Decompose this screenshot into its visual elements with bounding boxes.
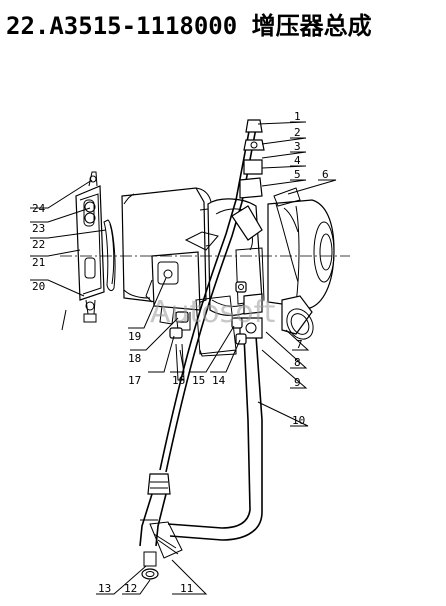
callout-20: 20 — [32, 280, 45, 293]
compressor-housing — [267, 187, 335, 340]
callout-23: 23 — [32, 222, 45, 235]
callout-24: 24 — [32, 202, 46, 215]
small-fasteners — [169, 281, 247, 381]
oil-return-pipe — [141, 293, 263, 580]
flange-plate-group — [75, 171, 116, 323]
oil-feed-pipe — [139, 119, 265, 547]
callout-4: 4 — [294, 154, 301, 167]
watermark-text: Autosoft — [150, 295, 276, 330]
diagram-title: 22.A3515-1118000 增压器总成 — [6, 12, 372, 40]
callout-7: 7 — [296, 338, 303, 351]
callout-2: 2 — [294, 126, 301, 139]
leader-lines — [30, 121, 337, 595]
callout-1: 1 — [294, 110, 301, 123]
callout-5: 5 — [294, 168, 301, 181]
callout-10: 10 — [292, 414, 305, 427]
callout-22: 22 — [32, 238, 45, 251]
callout-12: 12 — [124, 582, 137, 595]
callout-3: 3 — [294, 140, 301, 153]
callout-11: 11 — [180, 582, 193, 595]
callout-16: 16 — [172, 374, 185, 387]
callout-18: 18 — [128, 352, 141, 365]
callout-15: 15 — [192, 374, 205, 387]
callout-21: 21 — [32, 256, 45, 269]
callout-13: 13 — [98, 582, 111, 595]
callout-8: 8 — [294, 356, 301, 369]
callout-14: 14 — [212, 374, 226, 387]
callout-17: 17 — [128, 374, 141, 387]
turbine-housing — [121, 187, 237, 331]
callout-labels: 1 2 3 4 5 6 7 8 9 10 11 12 13 14 15 16 1… — [32, 110, 329, 595]
callout-6: 6 — [322, 168, 329, 181]
callout-19: 19 — [128, 330, 141, 343]
callout-9: 9 — [294, 376, 301, 389]
